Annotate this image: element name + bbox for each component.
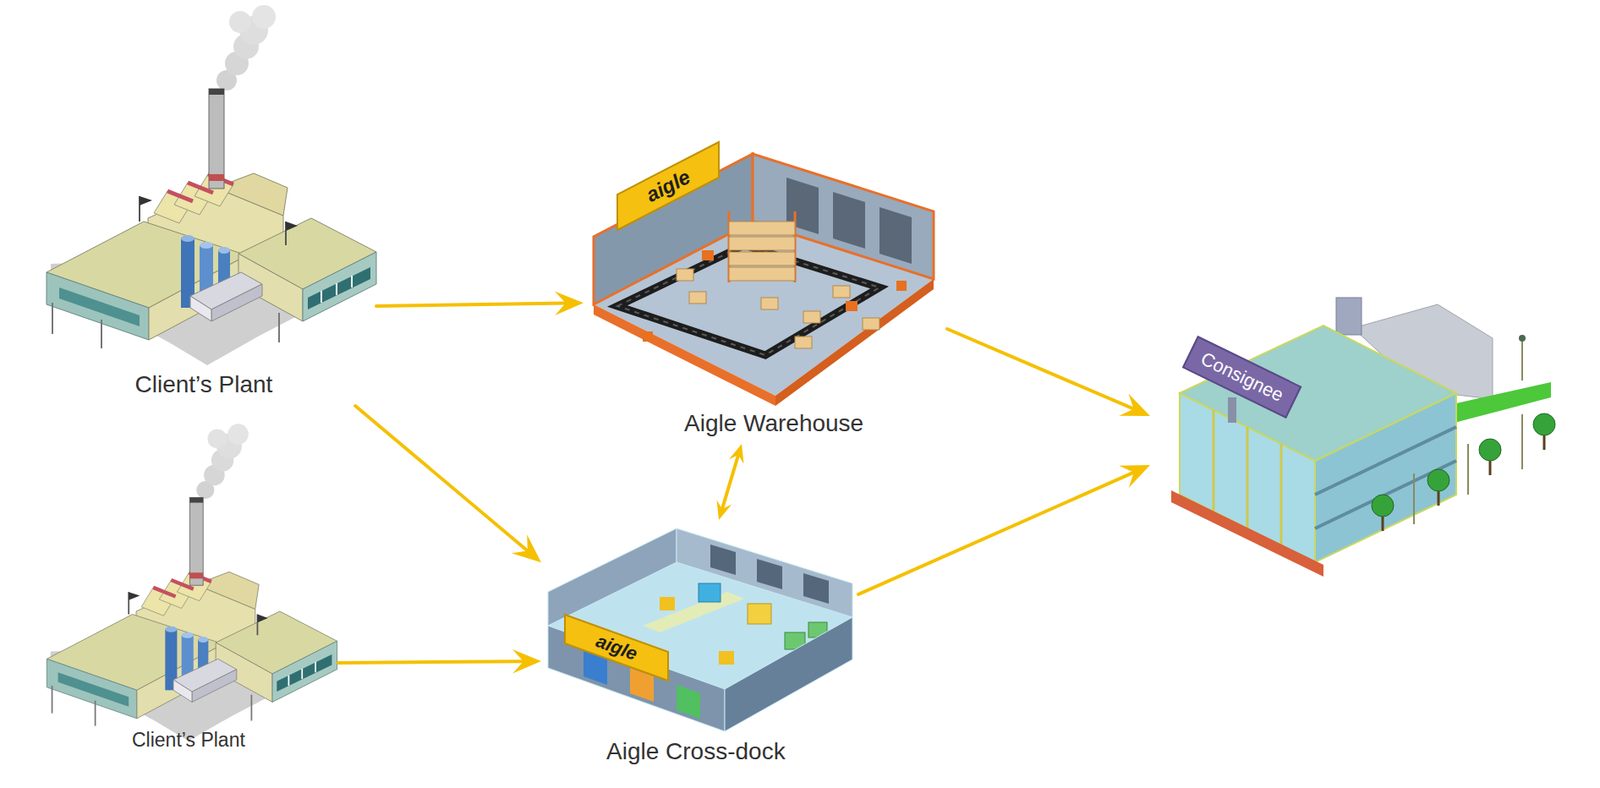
flow-arrow-line [355,405,528,552]
consignee-illustration-part [1427,469,1450,492]
warehouse-illustration-part [617,142,719,231]
cross-dock-illustration-part [724,617,853,732]
arrow-head [728,443,745,465]
arrow-head [1118,393,1151,417]
warehouse-illustration-part [879,207,912,264]
warehouse-illustration-part [642,331,653,342]
warehouse-illustration-part [832,285,850,298]
warehouse-illustration-part [689,291,707,304]
warehouse-illustration-part [728,221,795,236]
cross-dock-illustration-part [698,583,721,603]
cross-dock-illustration-part [756,558,783,590]
flow-arrow [376,290,584,316]
warehouse-illustration-part [862,317,880,330]
cross-dock-illustration-part [710,544,736,576]
warehouse-illustration-part [845,301,858,312]
client-plant-illustration-part [46,423,337,741]
cross-dock-illustration-part [642,591,745,633]
consignee-illustration [1171,297,1556,577]
client-plant-illustration-part [46,5,377,366]
flow-arrow [338,649,542,674]
warehouse-illustration-part [728,252,795,266]
arrow-head [1118,465,1151,488]
flow-arrow-line [722,454,739,510]
warehouse-illustration-part [701,250,714,261]
consignee-illustration-part [1413,473,1415,525]
consignee-illustration-part [1521,339,1524,381]
node-label: Client’s Plant [131,728,246,753]
arrow-head [511,534,542,563]
consignee-illustration-part [1212,410,1216,512]
warehouse-illustration-part [593,304,776,406]
node-label: Client’s Plant [135,370,274,400]
consignee-illustration-part [1315,427,1457,495]
consignee-node: Consignee [1150,287,1565,576]
consignee-illustration-part [1315,460,1457,529]
logo-text: aigle [592,630,640,665]
flow-arrow [947,328,1151,417]
flow-arrow-line [338,661,525,664]
consignee-illustration-part [1371,494,1394,517]
cross-dock-illustration-part [747,603,772,625]
warehouse-illustration-part [832,191,866,249]
consignee-illustration-part [1467,443,1469,495]
flow-arrow [858,465,1151,595]
consignee-illustration-part [1518,334,1526,342]
cross-dock-illustration-part [659,597,675,611]
sign-text: Consignee [1181,335,1302,419]
flow-arrow-line [947,328,1135,410]
warehouse-illustration-part [617,245,880,356]
consignee-illustration-part [1179,325,1457,461]
arrow-head [716,499,732,521]
consignee-illustration-part [1336,297,1362,335]
flow-arrow [716,443,744,521]
arrow-head [554,290,584,316]
client-plant-illustration [46,5,377,366]
warehouse-illustration-part [803,311,821,324]
flow-arrow-line [858,471,1135,595]
consignee-illustration-part [1227,397,1237,423]
warehouse-illustration-part [728,267,795,281]
cross-dock-illustration-part [676,684,701,719]
logo-text: aigle [641,165,694,207]
client-plant-node: Client’s Plant [42,422,339,762]
warehouse-illustration-part [676,268,694,281]
warehouse-illustration-part [761,297,779,310]
warehouse-illustration-part [794,336,812,349]
cross-dock-node: Aigle Cross-dock [541,520,859,770]
warehouse-illustration-part [617,245,880,356]
node-label: Aigle Warehouse [684,409,864,439]
cross-dock-illustration-part [718,651,735,665]
flow-arrow-line [376,302,567,307]
warehouse-node: Aigle Warehouse [583,143,948,444]
consignee-illustration-part [1246,427,1250,529]
client-plant-node: Client’s Plant [42,8,377,406]
client-plant-illustration [46,423,337,741]
cross-dock-illustration [547,528,853,732]
cross-dock-illustration-part [564,614,669,681]
consignee-illustration-part [1521,414,1524,470]
cross-dock-illustration-part [803,573,829,604]
warehouse-illustration [593,142,934,406]
warehouse-illustration-part [896,280,907,291]
consignee-illustration-part [1533,413,1556,436]
flow-arrow [355,405,542,563]
consignee-illustration-part [1171,490,1324,577]
consignee-illustration-part [1479,438,1502,461]
consignee-illustration-part [1280,443,1283,546]
warehouse-illustration-part [728,236,795,251]
node-label: Aigle Cross-dock [606,737,786,767]
arrow-head [512,649,542,674]
